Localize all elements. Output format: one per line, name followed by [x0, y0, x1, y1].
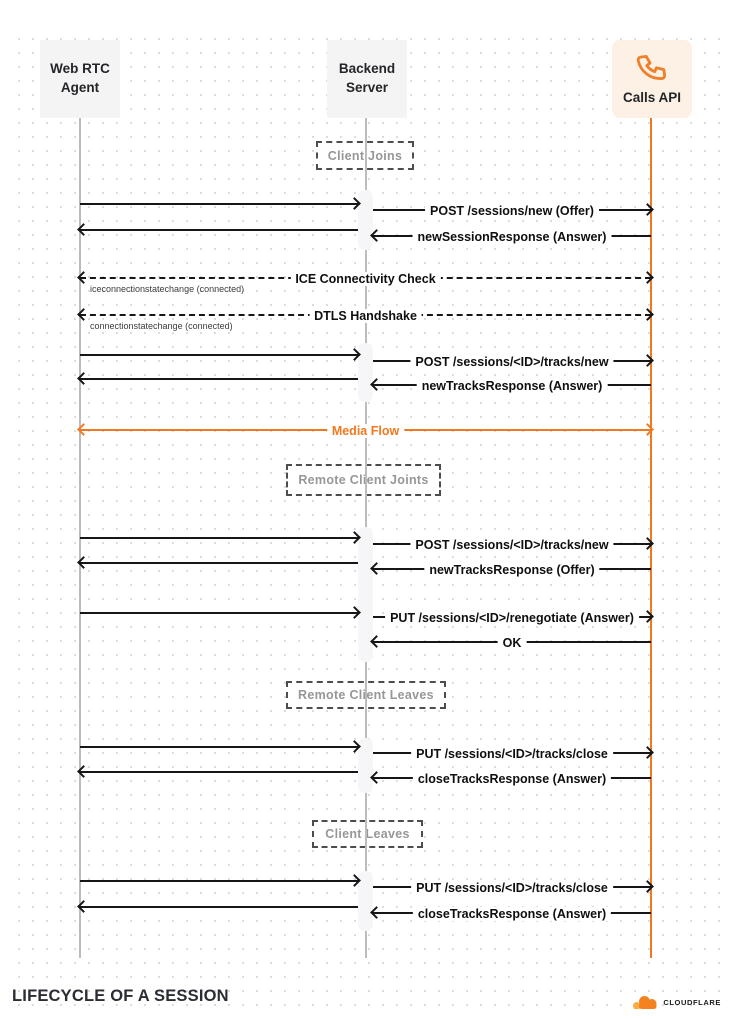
message-label: Media Flow [326, 424, 405, 438]
message-line [80, 530, 361, 544]
cloudflare-logo: CLOUDFLARE [631, 993, 721, 1011]
participant-label: Calls API [622, 90, 682, 106]
phone-icon [636, 54, 667, 80]
message-label: closeTracksResponse (Answer) [412, 772, 612, 786]
message-line: closeTracksResponse (Answer) [370, 905, 651, 921]
message-sublabel: connectionstatechange (connected) [90, 321, 233, 331]
message-line [77, 555, 358, 569]
message-line [80, 873, 361, 887]
message-line: PUT /sessions/<ID>/renegotiate (Answer) [373, 609, 654, 625]
message-line: PUT /sessions/<ID>/tracks/close [373, 879, 654, 895]
message-label: PUT /sessions/<ID>/renegotiate (Answer) [385, 611, 639, 625]
phase-label: Remote Client Joints [298, 473, 429, 487]
cloudflare-wordmark: CLOUDFLARE [663, 997, 721, 1007]
message-label: newSessionResponse (Answer) [412, 230, 612, 244]
message-label: newTracksResponse (Offer) [424, 563, 600, 577]
message-label: DTLS Handshake [309, 309, 422, 323]
message-line: OK [370, 634, 651, 650]
message-line [77, 764, 358, 778]
participant-webrtc-agent: Web RTC Agent [40, 40, 120, 118]
message-sublabel: iceconnectionstatechange (connected) [90, 284, 245, 294]
phase-label: Client Leaves [325, 827, 410, 841]
participant-backend-server: Backend Server [327, 40, 407, 118]
media-flow-line: Media Flow [77, 422, 654, 438]
activation-bar [358, 343, 373, 402]
phase-label: Client Joins [327, 148, 403, 163]
participant-label: Web RTC Agent [50, 61, 110, 95]
cloudflare-cloud-icon [633, 996, 657, 1009]
message-label: newTracksResponse (Answer) [416, 379, 608, 393]
message-line [77, 222, 358, 236]
message-label: POST /sessions/new (Offer) [425, 204, 599, 218]
message-label: PUT /sessions/<ID>/tracks/close [411, 747, 613, 761]
message-line: newSessionResponse (Answer) [370, 228, 651, 244]
activation-bar [358, 527, 373, 662]
message-line: POST /sessions/new (Offer) [373, 202, 654, 218]
message-label: POST /sessions/<ID>/tracks/new [410, 355, 614, 369]
message-label: POST /sessions/<ID>/tracks/new [410, 538, 614, 552]
message-line [77, 899, 358, 913]
activation-bar [358, 190, 373, 250]
message-line: closeTracksResponse (Answer) [370, 770, 651, 786]
message-line: PUT /sessions/<ID>/tracks/close [373, 745, 654, 761]
participant-label: Backend Server [338, 61, 396, 95]
message-label: closeTracksResponse (Answer) [412, 907, 612, 921]
message-label: PUT /sessions/<ID>/tracks/close [411, 881, 613, 895]
message-line: newTracksResponse (Answer) [370, 377, 651, 393]
message-line [80, 605, 361, 619]
message-line: newTracksResponse (Offer) [370, 561, 651, 577]
message-line: POST /sessions/<ID>/tracks/new [373, 536, 654, 552]
message-line-dashed: DTLS Handshake connectionstatechange (co… [77, 307, 654, 331]
activation-bar [358, 871, 373, 931]
phase-box-remote-client-joints: Remote Client Joints [286, 464, 441, 496]
message-label: ICE Connectivity Check [290, 272, 441, 286]
message-line [77, 371, 358, 385]
message-line [80, 196, 361, 210]
message-label: OK [497, 636, 527, 650]
participant-calls-api: Calls API [612, 40, 692, 118]
phase-box-client-leaves: Client Leaves [312, 820, 423, 848]
message-line: POST /sessions/<ID>/tracks/new [373, 353, 654, 369]
activation-bar [358, 738, 373, 793]
lifeline-calls-api [650, 118, 652, 958]
message-line [80, 739, 361, 753]
message-line-dashed: ICE Connectivity Check iceconnectionstat… [77, 270, 654, 294]
diagram-title: LIFECYCLE OF A SESSION [12, 987, 229, 1005]
message-line [80, 347, 361, 361]
